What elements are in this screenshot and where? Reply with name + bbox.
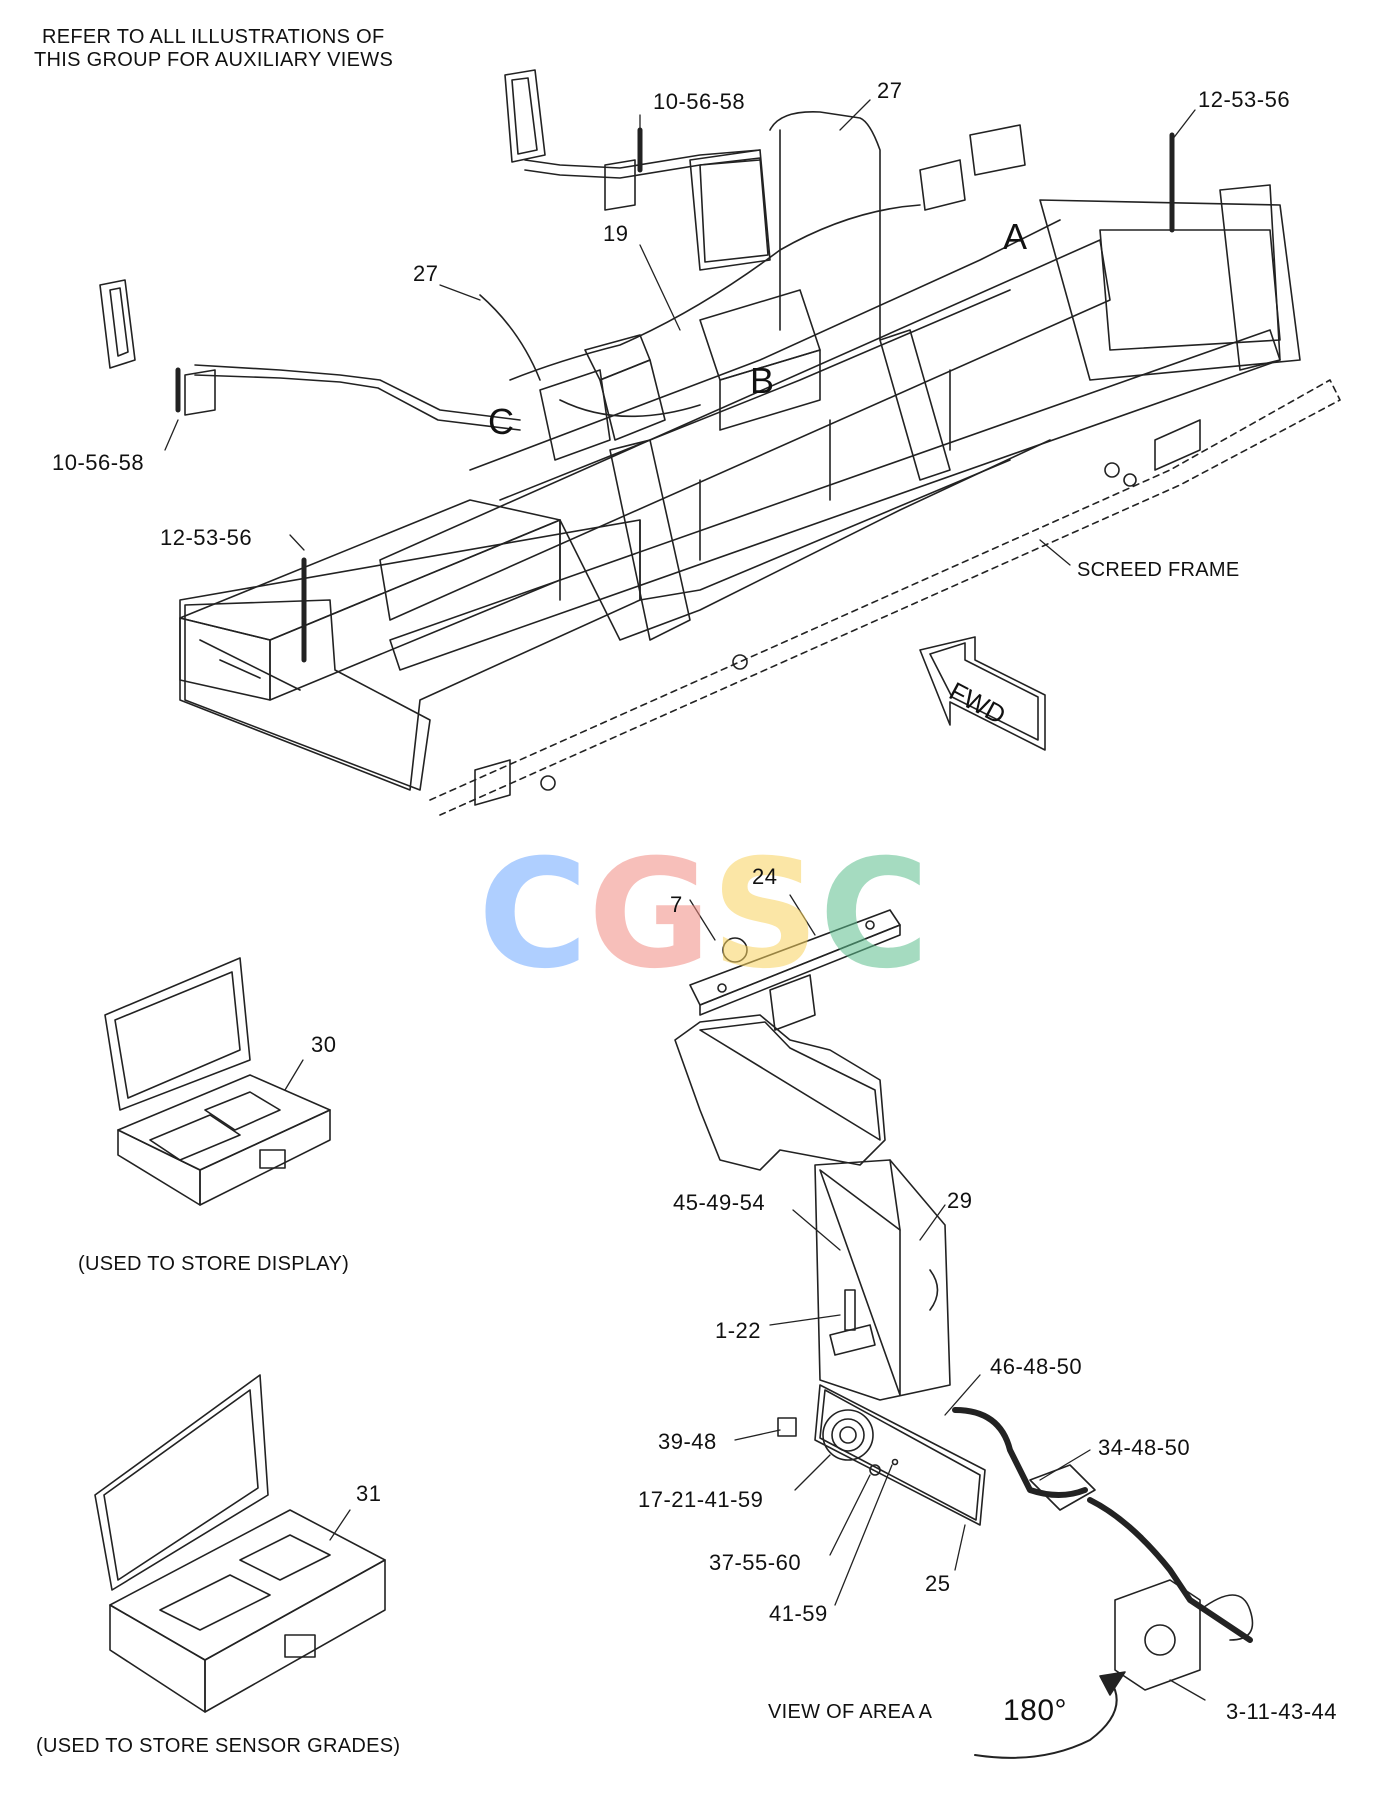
- cgsc-watermark: CGSC: [478, 828, 930, 1002]
- sensor-grade-storage-case: [94, 1374, 386, 1713]
- area-letter-a: A: [1003, 216, 1028, 257]
- callout-label: 29: [947, 1188, 973, 1213]
- callout-label: 3-11-43-44: [1226, 1699, 1337, 1724]
- leader-lines-bottom: [689, 894, 1206, 1701]
- display-storage-case: [104, 957, 331, 1206]
- rotation-180-label: 180°: [1003, 1694, 1068, 1727]
- callout-label: 37-55-60: [709, 1550, 802, 1575]
- callout-label: 12-53-56: [160, 525, 253, 550]
- callout-label: 1-22: [715, 1318, 762, 1343]
- store-display-caption: (USED TO STORE DISPLAY): [78, 1253, 350, 1275]
- view-of-area-a-caption: VIEW OF AREA A: [768, 1701, 933, 1723]
- callout-label: 34-48-50: [1098, 1435, 1191, 1460]
- operator-station: [479, 111, 1026, 461]
- callout-label: 17-21-41-59: [638, 1487, 764, 1512]
- callout-label: 10-56-58: [653, 89, 746, 114]
- area-letter-b: B: [750, 360, 775, 401]
- screed-frame-label: SCREED FRAME: [1077, 559, 1240, 581]
- area-letter-c: C: [488, 401, 514, 442]
- callout-label: 39-48: [658, 1429, 717, 1454]
- callout-label: 19: [603, 221, 629, 246]
- store-sensor-grades-caption: (USED TO STORE SENSOR GRADES): [36, 1735, 401, 1757]
- callout-label: 30: [311, 1032, 337, 1057]
- auxiliary-views-note-line-2: THIS GROUP FOR AUXILIARY VIEWS: [34, 49, 394, 71]
- leader-lines-top: [164, 99, 1196, 566]
- callout-label: 46-48-50: [990, 1354, 1083, 1379]
- fwd-arrow: [919, 636, 1046, 751]
- callout-label: 41-59: [769, 1601, 828, 1626]
- callout-label: 10-56-58: [52, 450, 145, 475]
- callout-label: 31: [356, 1481, 382, 1506]
- auxiliary-views-note-line-1: REFER TO ALL ILLUSTRATIONS OF: [42, 26, 385, 48]
- callout-label: 27: [413, 261, 439, 286]
- callout-label: 25: [925, 1571, 951, 1596]
- rail-assemblies: [99, 69, 761, 431]
- screed-frame-drawing: [179, 132, 1341, 816]
- callout-label: 7: [670, 892, 683, 917]
- callout-label: 27: [877, 78, 903, 103]
- sensor-mount-drawing: [674, 909, 1254, 1759]
- callout-label: 45-49-54: [673, 1190, 766, 1215]
- callout-label: 24: [752, 864, 778, 889]
- callout-label: 12-53-56: [1198, 87, 1291, 112]
